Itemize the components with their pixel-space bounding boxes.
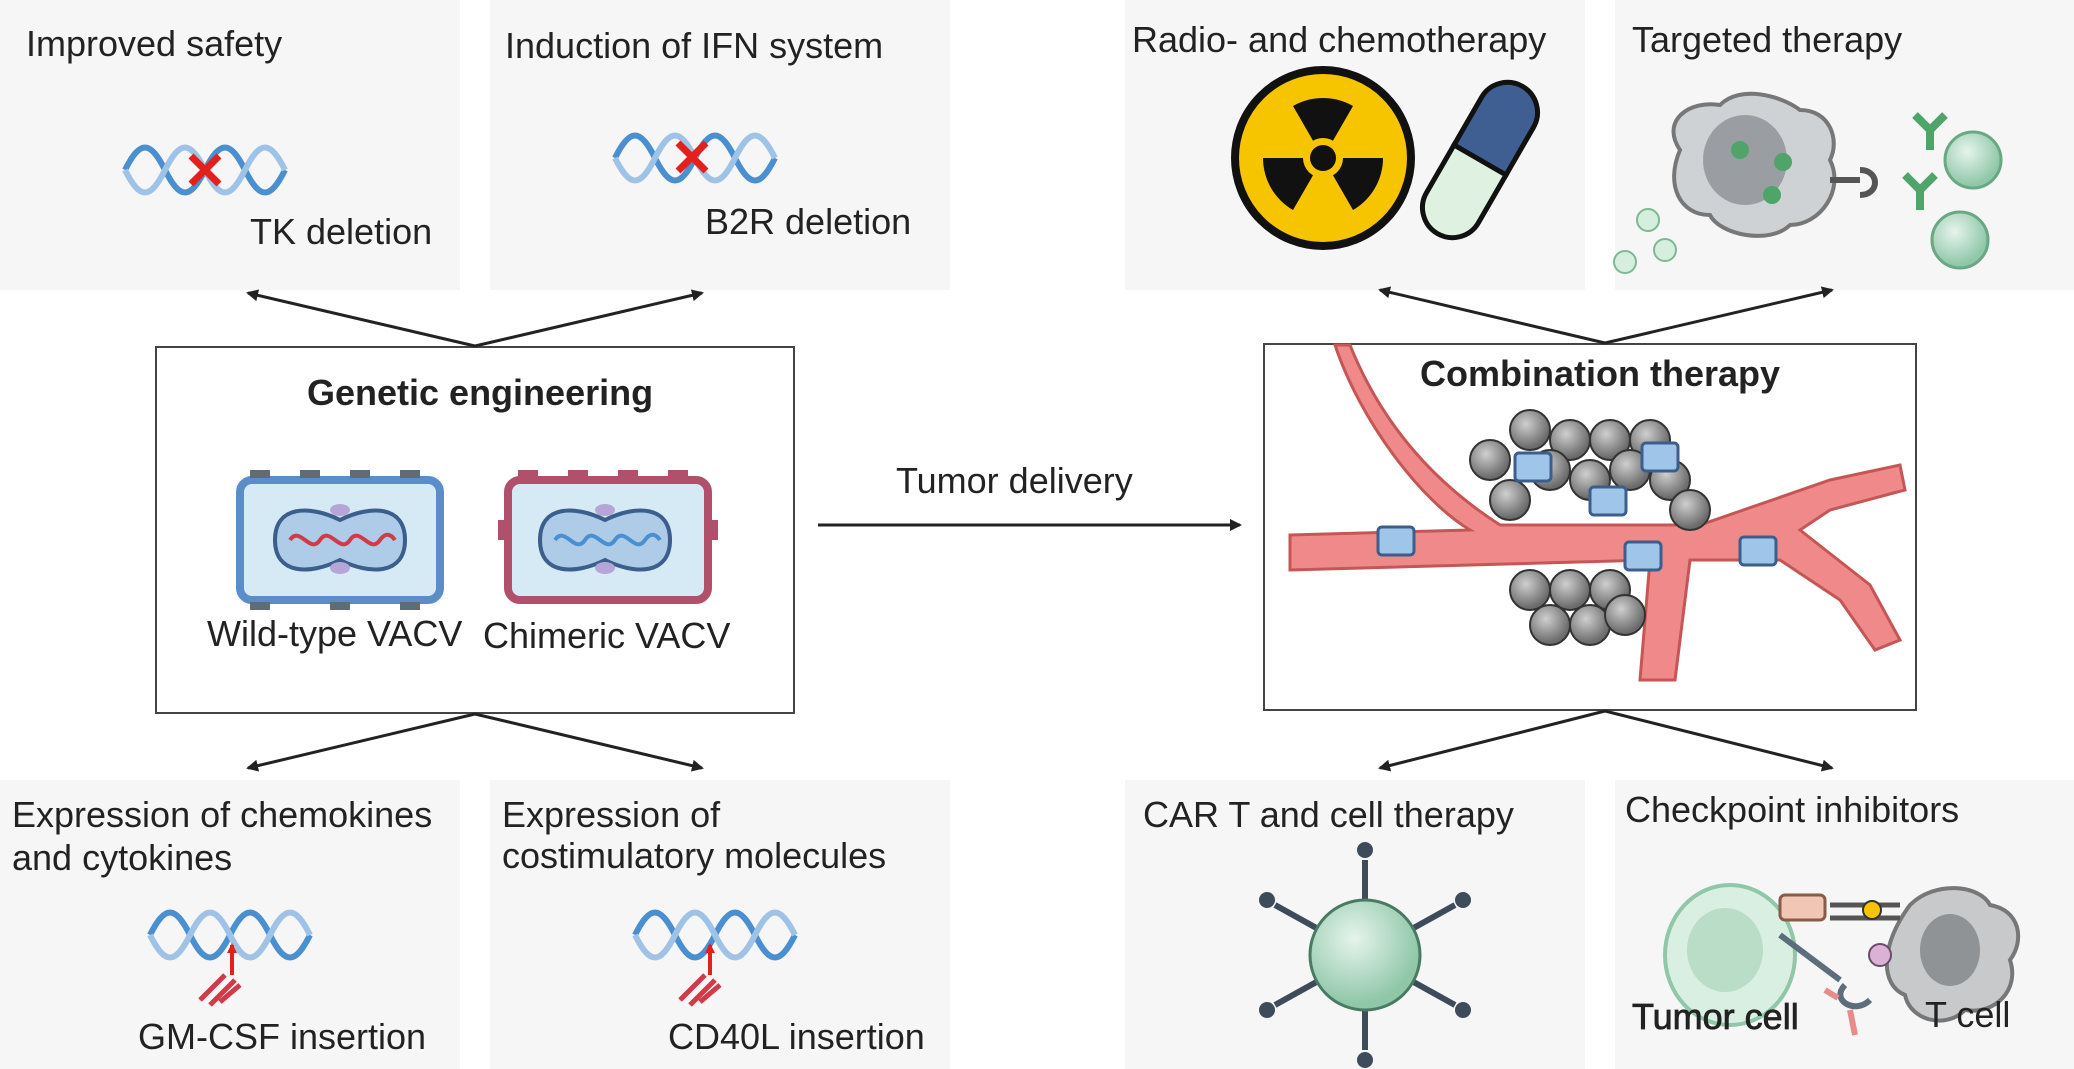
panel-improved-safety: [0, 0, 460, 290]
label-expr-costim-2: costimulatory molecules: [502, 835, 887, 876]
label-t-cell: T cell: [1925, 994, 2011, 1035]
panel-chemokines: [0, 780, 460, 1069]
label-radio-chemo: Radio- and chemotherapy: [1132, 19, 1547, 60]
label-induction-ifn: Induction of IFN system: [505, 25, 884, 66]
virus-icon: [498, 470, 718, 604]
label-expr-costim-1: Expression of: [502, 794, 721, 835]
insertion-arrow-icon: [678, 943, 722, 1007]
label-gmcsf-insertion: GM-CSF insertion: [138, 1016, 427, 1057]
label-chimeric-vacv: Chimeric VACV: [483, 615, 731, 656]
arrow-genetic-to-safety: [246, 289, 476, 348]
tumor-cell-icon: [1663, 883, 1797, 1027]
arrow-combo-to-targeted: [1604, 286, 1834, 345]
label-wild-type-vacv: Wild-type VACV: [207, 613, 463, 654]
arrow-genetic-to-chemokines: [246, 712, 476, 772]
blood-vessel-icon: [1288, 343, 1907, 682]
deletion-x-icon: [188, 153, 222, 187]
label-expr-chemokines-2: and cytokines: [12, 837, 233, 878]
antibody-icon: [1778, 893, 1900, 1036]
label-tumor-cell: Tumor cell: [1632, 996, 1800, 1038]
label-improved-safety: Improved safety: [26, 23, 283, 64]
t-cell-icon: [1884, 886, 2021, 1023]
label-expr-chemokines-1: Expression of chemokines: [12, 794, 433, 835]
label-b2r-deletion: B2R deletion: [705, 201, 912, 242]
arrow-combo-to-radio: [1378, 286, 1606, 345]
label-checkpoint: Checkpoint inhibitors: [1625, 789, 1960, 830]
label-tk-deletion: TK deletion: [250, 211, 433, 252]
insertion-arrow-icon: [198, 943, 242, 1007]
arrow-genetic-to-ifn: [474, 289, 704, 348]
label-cd40l-insertion: CD40L insertion: [668, 1016, 925, 1057]
label-targeted-therapy: Targeted therapy: [1632, 19, 1903, 60]
arrow-genetic-to-costim: [474, 712, 704, 772]
panel-ifn-induction: [490, 0, 950, 290]
deletion-x-icon: [675, 140, 709, 174]
tumor-cell-icon: [1671, 91, 1878, 238]
label-tumor-delivery: Tumor delivery: [896, 460, 1133, 501]
genetic-engineering-title: Genetic engineering: [307, 372, 654, 413]
radiation-icon: [1231, 66, 1415, 250]
tumor-mass-icon: [1376, 409, 1778, 646]
t-cell-icon: [1259, 842, 1471, 1068]
pill-capsule-icon: [1420, 79, 1540, 241]
arrow-combo-to-checkpoint: [1604, 709, 1834, 772]
dna-helix-icon: [635, 913, 795, 958]
antibody-icon: [1613, 112, 2003, 274]
label-car-t: CAR T and cell therapy: [1143, 794, 1514, 835]
combination-therapy-title: Combination therapy: [1420, 353, 1781, 394]
virus-icon: [236, 470, 444, 610]
arrow-combo-to-car-t: [1378, 709, 1606, 772]
